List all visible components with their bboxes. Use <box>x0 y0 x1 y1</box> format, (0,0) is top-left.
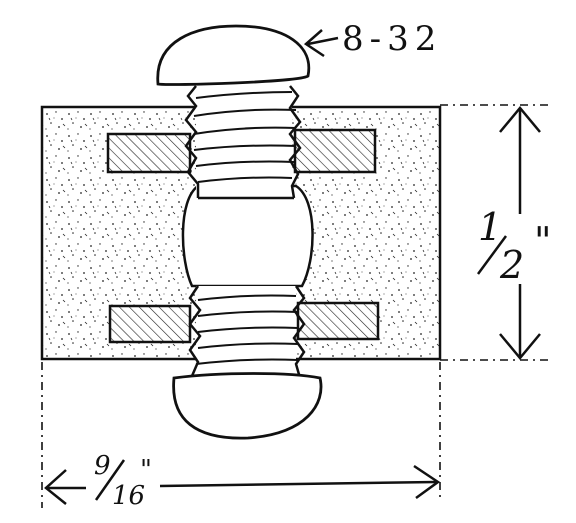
width-label: 9 16 " <box>94 451 152 511</box>
lower-insert-left <box>108 304 192 344</box>
lower-screw-head <box>172 372 323 440</box>
height-label-numerator: 1 <box>478 205 502 249</box>
upper-screw-head <box>156 24 311 86</box>
height-dimension-arrow <box>499 106 541 360</box>
height-label-unit: " <box>534 219 551 263</box>
center-bore <box>181 184 314 288</box>
width-dimension-arrow <box>44 464 441 505</box>
upper-insert-left <box>106 132 192 174</box>
screw-size-label: 8-32 <box>342 19 442 59</box>
height-label-denominator: 2 <box>499 243 524 287</box>
upper-insert-right <box>293 128 377 174</box>
lower-insert-right <box>296 301 380 341</box>
lower-screw-thread <box>188 285 306 379</box>
width-label-unit: " <box>140 455 152 485</box>
width-label-numerator: 9 <box>94 451 111 481</box>
upper-screw-thread <box>184 85 302 200</box>
width-label-denominator: 16 <box>112 481 145 511</box>
screw-size-leader-arrow <box>303 29 339 58</box>
height-label: 1 2 " <box>476 205 551 287</box>
